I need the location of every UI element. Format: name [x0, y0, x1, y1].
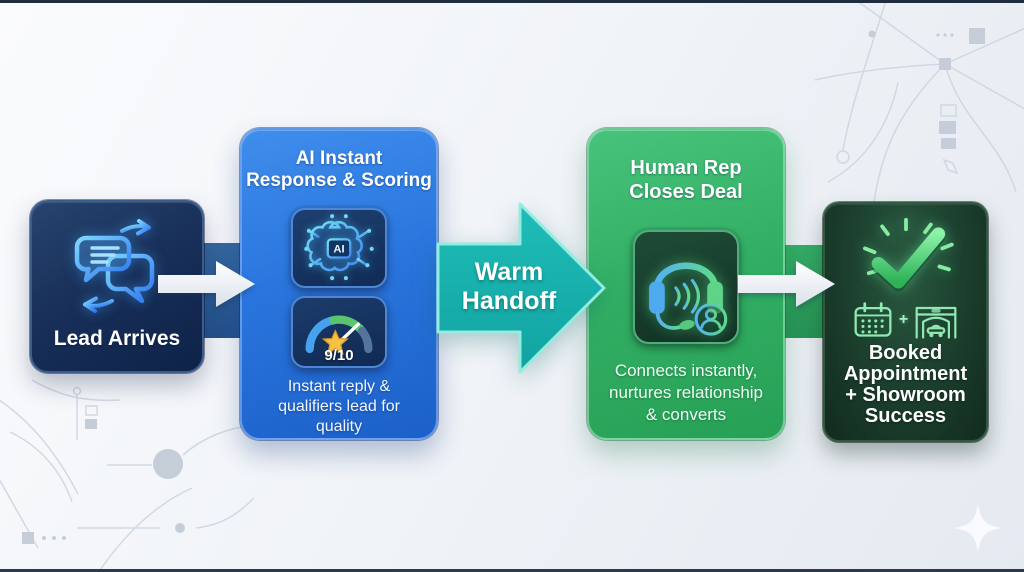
- human-caption: Connects instantly, nurtures relationshi…: [609, 360, 763, 426]
- step-ai-response: AI Instant Response & Scoring AI: [240, 128, 438, 440]
- warm-handoff-arrow: [436, 202, 606, 374]
- outcome-line4: Success: [864, 405, 947, 427]
- step-human-rep: Human Rep Closes Deal Connects instantly…: [587, 128, 785, 440]
- ai-caption-line1: Instant reply &: [287, 378, 391, 395]
- human-title-line1: Human Rep: [630, 157, 742, 179]
- human-caption-line3: & converts: [645, 405, 727, 424]
- step-outcome: + Booked Appointment + Showroom Success: [823, 202, 988, 442]
- human-step-title: Human Rep Closes Deal: [629, 156, 742, 204]
- ai-chip-label: AI: [333, 244, 344, 256]
- ai-title-line1: AI Instant: [295, 148, 383, 169]
- flow-arrow-1: [158, 261, 255, 307]
- plus-glyph: +: [898, 311, 909, 328]
- ai-brain-icon: AI: [291, 208, 387, 288]
- outcome-line3: + Showroom: [845, 384, 966, 406]
- outcome-line1: Booked: [868, 342, 943, 364]
- top-edge-bar: [0, 0, 1024, 3]
- bottom-edge-bar: [0, 569, 1024, 572]
- lead-score-value: 9/10: [324, 347, 354, 364]
- check-burst-icon: [862, 217, 954, 292]
- showroom-car-icon: [915, 306, 957, 339]
- chat-transfer-icon: [69, 218, 165, 319]
- human-caption-line1: Connects instantly,: [614, 361, 758, 380]
- warm-handoff-label: Warm Handoff: [444, 258, 574, 316]
- ai-caption: Instant reply & qualifiers lead for qual…: [278, 377, 400, 437]
- human-title-line2: Closes Deal: [629, 181, 743, 203]
- human-caption-line2: nurtures relationship: [608, 383, 764, 402]
- ai-step-title: AI Instant Response & Scoring: [246, 148, 432, 192]
- ai-caption-line2: qualifiers lead for: [278, 398, 400, 415]
- flow-arrow-2: [738, 261, 835, 307]
- ai-caption-line3: quality: [315, 418, 363, 435]
- ai-title-line2: Response & Scoring: [246, 170, 432, 191]
- outcome-icons-row: +: [852, 300, 959, 340]
- headset-agent-icon: [633, 230, 739, 344]
- warm-label-line1: Warm: [474, 258, 544, 286]
- sparkle-icon: [954, 504, 1002, 552]
- outcome-label: Booked Appointment + Showroom Success: [844, 343, 967, 427]
- outcome-line2: Appointment: [843, 363, 968, 385]
- lead-arrives-label: Lead Arrives: [53, 327, 181, 350]
- lead-score-gauge-icon: 9/10: [291, 296, 387, 368]
- calendar-icon: [854, 302, 892, 337]
- warm-label-line2: Handoff: [461, 287, 557, 315]
